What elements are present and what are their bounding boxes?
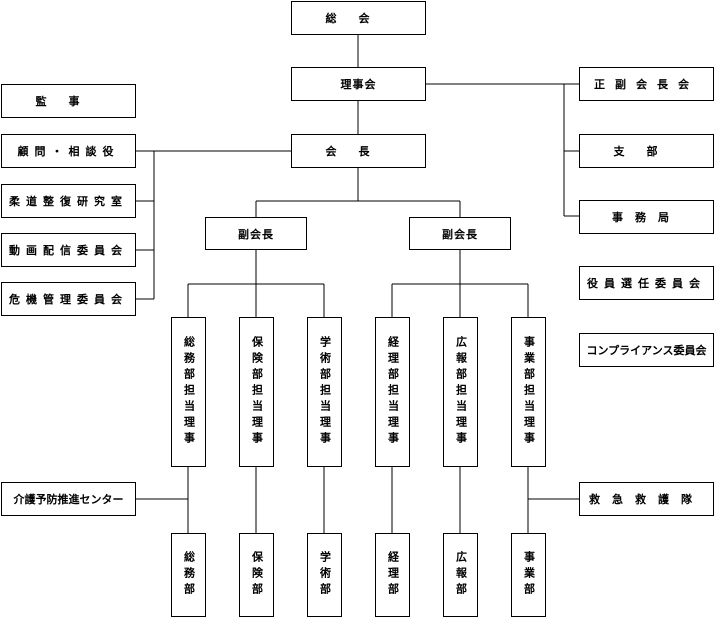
insurance-director-label: 保険部担当理事: [250, 336, 264, 448]
auditor-box: 監事: [1, 84, 136, 118]
academic-dept-box: 学術部: [307, 533, 342, 617]
academic-dept-label: 学術部: [318, 551, 332, 599]
pr-dept-box: 広報部: [443, 533, 478, 617]
business-dept-box: 事業部: [511, 533, 546, 617]
secretariat-box: 事務局: [579, 200, 714, 234]
insurance-dept-label: 保険部: [250, 551, 264, 599]
accounting-director-label: 経理部担当理事: [386, 336, 400, 448]
care-center-box: 介護予防推進センター: [1, 482, 136, 516]
crisis-committee-box: 危機管理委員会: [1, 282, 136, 316]
pr-director-label: 広報部担当理事: [454, 336, 468, 448]
rescue-team-box: 救急救護隊: [579, 482, 714, 516]
video-committee-box: 動画配信委員会: [1, 233, 136, 267]
branch-box: 支部: [579, 134, 714, 168]
business-dept-label: 事業部: [522, 551, 536, 599]
accounting-dept-box: 経理部: [375, 533, 410, 617]
business-director-label: 事業部担当理事: [522, 336, 536, 448]
general-affairs-dept-box: 総務部: [171, 533, 206, 617]
advisor-box: 顧問・相談役: [1, 134, 136, 168]
judo-lab-box: 柔道整復研究室: [1, 184, 136, 218]
pr-dept-label: 広報部: [454, 551, 468, 599]
accounting-dept-label: 経理部: [386, 551, 400, 599]
vice-president-right-box: 副会長: [409, 217, 511, 250]
general-affairs-dept-label: 総務部: [182, 551, 196, 599]
academic-director-box: 学術部担当理事: [307, 317, 342, 467]
general-affairs-director-box: 総務部担当理事: [171, 317, 206, 467]
business-director-box: 事業部担当理事: [511, 317, 546, 467]
pr-director-box: 広報部担当理事: [443, 317, 478, 467]
insurance-director-box: 保険部担当理事: [239, 317, 274, 467]
election-committee-box: 役員選任委員会: [579, 266, 714, 300]
insurance-dept-box: 保険部: [239, 533, 274, 617]
vice-president-left-box: 副会長: [205, 217, 307, 250]
compliance-committee-box: コンプライアンス委員会: [579, 333, 714, 367]
president-box: 会長: [291, 134, 426, 168]
general-assembly-box: 総会: [291, 1, 426, 35]
board-box: 理事会: [291, 67, 426, 101]
academic-director-label: 学術部担当理事: [318, 336, 332, 448]
vice-presidents-meeting-box: 正副会長会: [579, 67, 714, 101]
general-affairs-director-label: 総務部担当理事: [182, 336, 196, 448]
accounting-director-box: 経理部担当理事: [375, 317, 410, 467]
